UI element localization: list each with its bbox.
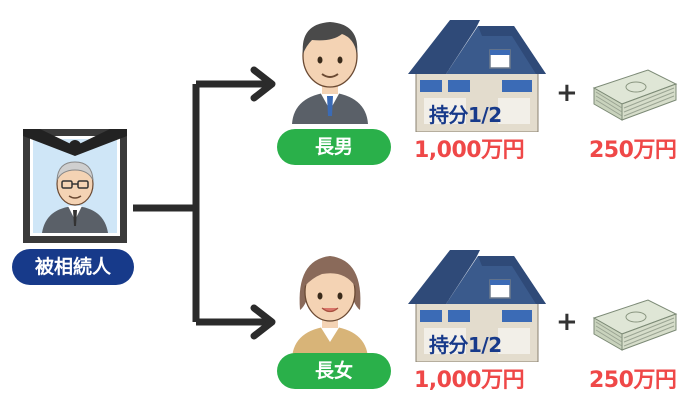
heir-label-son: 長男 <box>277 129 391 165</box>
share-label-son: 持分1/2 <box>429 103 502 127</box>
plus-sign-son: + <box>556 78 578 108</box>
heir-label-daughter: 長女 <box>277 353 391 389</box>
deceased-label: 被相続人 <box>12 249 134 285</box>
share-label-daughter: 持分1/2 <box>429 333 502 357</box>
cash-value-son: 250万円 <box>589 138 677 163</box>
house-icon <box>408 250 546 362</box>
arrow-icon <box>250 66 276 340</box>
property-value-son: 1,000万円 <box>414 138 525 163</box>
plus-sign-daughter: + <box>556 307 578 337</box>
man-icon <box>292 22 368 124</box>
cash-bundle-icon <box>592 69 678 121</box>
property-value-daughter: 1,000万円 <box>414 368 525 393</box>
woman-icon <box>292 256 368 358</box>
cash-bundle-icon <box>592 299 678 351</box>
cash-value-daughter: 250万円 <box>589 368 677 393</box>
memorial-portrait-icon <box>23 129 127 243</box>
house-icon <box>408 20 546 132</box>
